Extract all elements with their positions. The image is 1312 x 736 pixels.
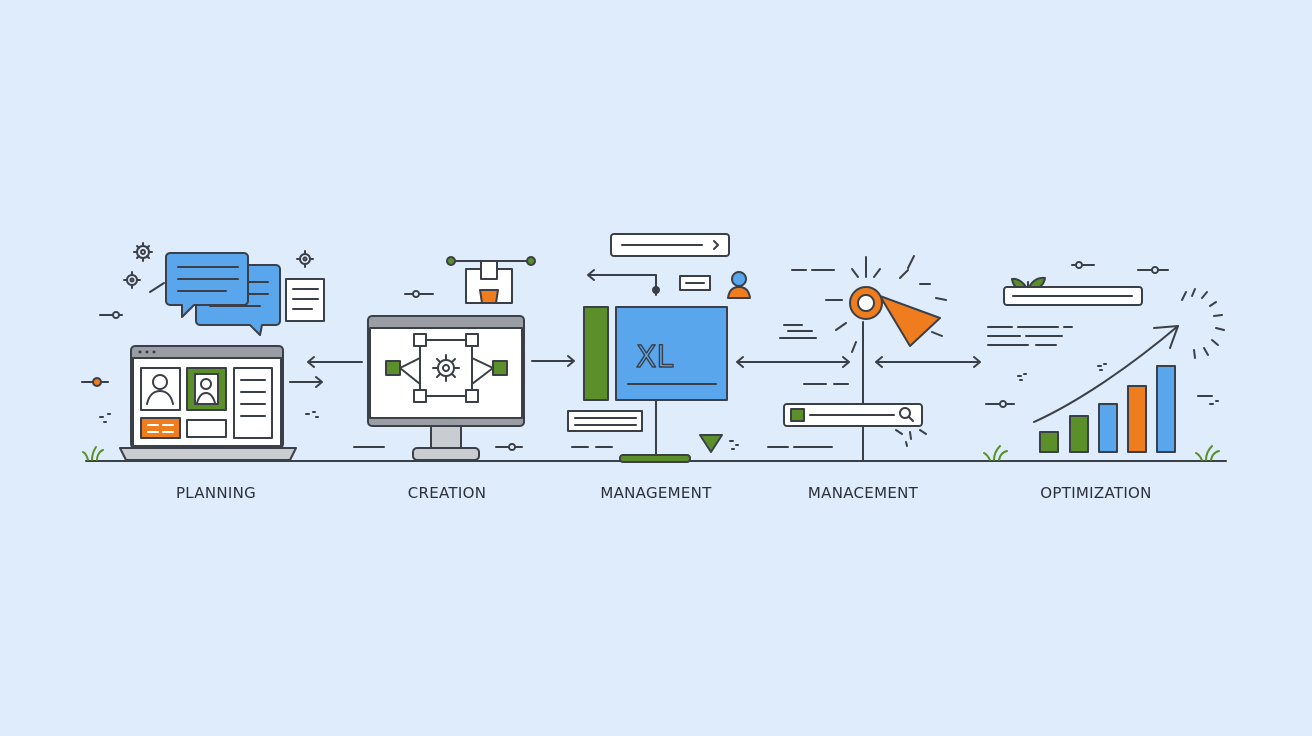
manacement-illustration bbox=[767, 255, 981, 461]
document-note-icon bbox=[285, 278, 325, 322]
management-screen-text: XL bbox=[636, 340, 674, 375]
management-illustration bbox=[567, 233, 850, 463]
gear-icon bbox=[133, 242, 153, 262]
grass-icon bbox=[983, 445, 1220, 461]
profile-card-icon bbox=[186, 367, 227, 411]
user-icon bbox=[727, 271, 751, 299]
bar-chart-icon bbox=[1039, 365, 1176, 453]
green-bar bbox=[583, 306, 609, 401]
spotlight-icon bbox=[825, 255, 947, 353]
drone-icon bbox=[446, 256, 536, 304]
stage-label-management: MANAGEMENT bbox=[600, 484, 712, 502]
stage-label-planning: PLANNING bbox=[175, 484, 257, 502]
gear-icon bbox=[123, 271, 141, 289]
stage-label-creation: CREATION bbox=[407, 484, 487, 502]
growth-arrow-icon bbox=[1033, 288, 1225, 423]
triangle-marker bbox=[699, 434, 723, 453]
search-bar-icon bbox=[783, 403, 923, 427]
laptop-icon bbox=[119, 345, 297, 461]
arrow-icon bbox=[587, 269, 657, 296]
network-diagram-icon bbox=[385, 333, 508, 403]
gear-icon bbox=[296, 250, 314, 268]
stage-label-optimization: OPTIMIZATION bbox=[1040, 484, 1152, 502]
planning-illustration bbox=[81, 242, 325, 461]
double-arrow-icon bbox=[736, 356, 850, 368]
arrow-icon bbox=[289, 376, 323, 388]
stage-label-manacement: MANACEMENT bbox=[807, 484, 919, 502]
profile-card-icon bbox=[140, 367, 181, 411]
double-arrow-icon bbox=[875, 356, 981, 368]
arrow-icon bbox=[307, 356, 363, 368]
chat-bubble-icon bbox=[165, 252, 249, 318]
arrow-icon bbox=[531, 355, 575, 367]
creation-illustration bbox=[307, 256, 575, 461]
optimization-illustration bbox=[983, 261, 1225, 461]
